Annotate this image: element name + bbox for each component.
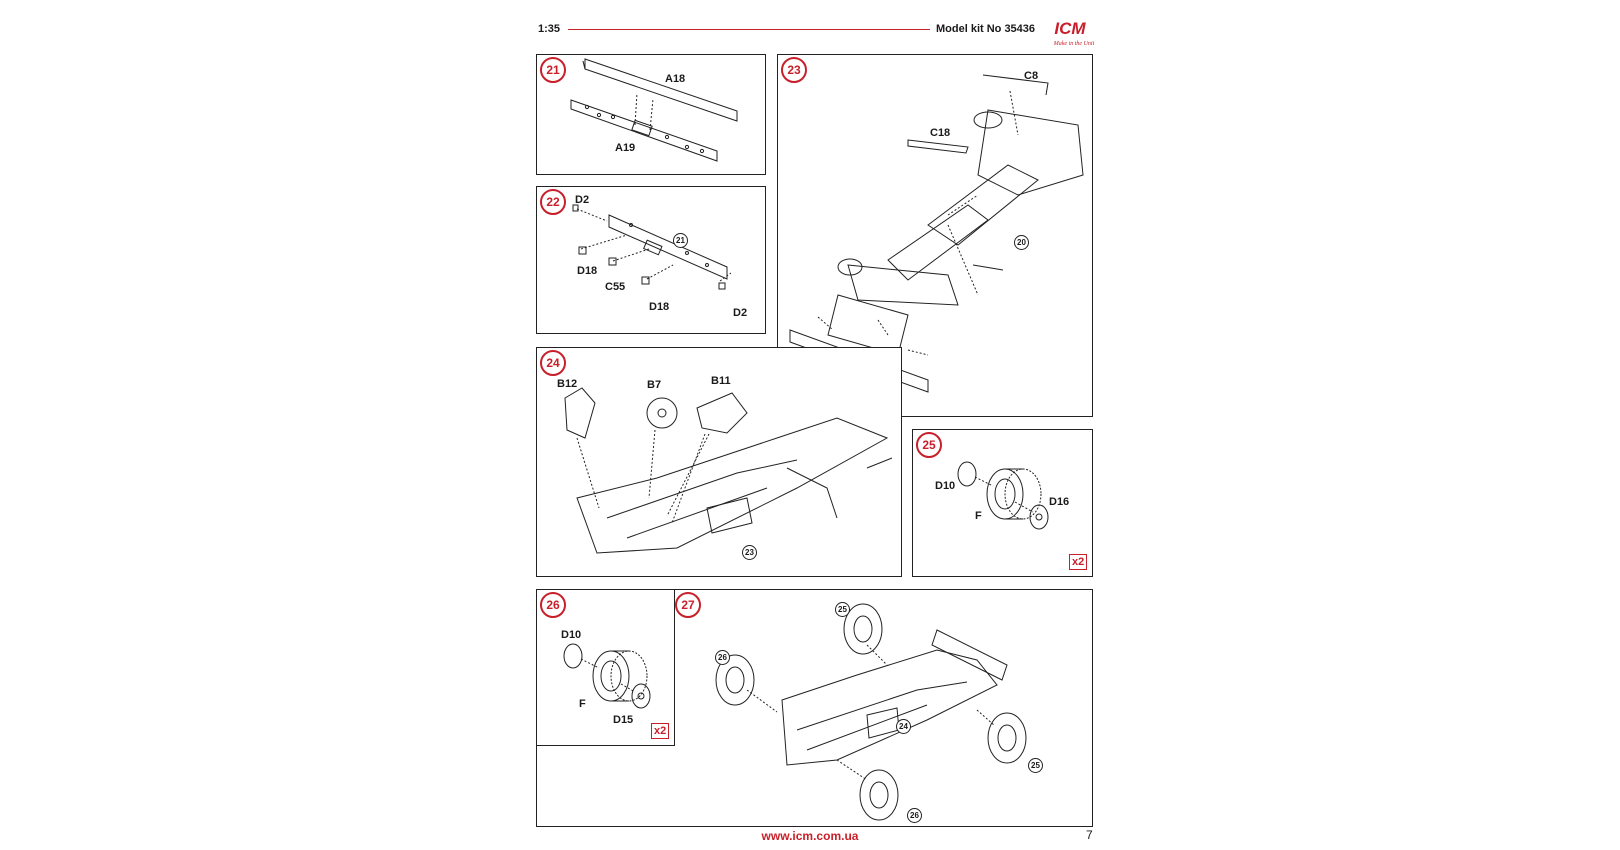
step-22-label-c55: C55 [605,281,626,293]
step-22-panel: 22 D2 D18 C55 D18 D2 21 [536,186,766,334]
step-21-panel: 21 A18 A19 [536,54,766,175]
step-24-badge: 24 [540,350,566,376]
step-26-drawing [563,643,651,709]
step-23-badge: 23 [781,57,807,83]
step-22-badge: 22 [540,189,566,215]
step-26-badge: 26 [540,592,566,618]
step-25-badge: 25 [916,432,942,458]
page-number: 7 [1086,828,1093,842]
logo-tagline: Make in the Unit [1053,41,1095,47]
footer-url[interactable]: www.icm.com.ua [761,829,859,843]
step-25-drawing [957,461,1049,530]
step-26-label-d10: D10 [561,629,582,641]
step-26-multiplier: x2 [651,723,670,739]
step-23-panel: 23 C8 C18 20 22 [777,54,1093,417]
step-27-ref-26-bottom: 26 [907,808,922,823]
step-27-ref-26-left: 26 [715,650,730,665]
step-25-label-d16: D16 [1049,496,1070,508]
step-26-panel: 26 D10 F D15 x2 [536,589,675,746]
step-27-ref-25-top: 25 [835,602,850,617]
step-26-label-f: F [579,698,586,710]
step-27-badge: 27 [675,592,701,618]
step-21-label-a19: A19 [615,142,636,154]
icm-logo: ICM Make in the Unit [1053,19,1095,47]
step-24-ref-23: 23 [742,545,757,560]
step-23-label-c18: C18 [930,127,951,139]
step-25-multiplier: x2 [1069,554,1088,570]
step-24-label-b11: B11 [711,375,731,387]
step-27-ref-24: 24 [896,719,911,734]
step-22-drawing [572,204,732,290]
step-22-label-d18-right: D18 [649,301,670,313]
kit-number: Model kit No 35436 [936,23,1036,35]
step-24-label-b7: B7 [647,379,662,391]
step-27-ref-25-right: 25 [1028,758,1043,773]
step-22-label-d2-top: D2 [575,194,590,206]
step-24-drawing [564,387,893,554]
step-25-label-d10: D10 [935,480,956,492]
step-22-label-d18-left: D18 [577,265,598,277]
step-23-ref-20: 20 [1014,235,1029,250]
step-23-label-c8: C8 [1024,70,1039,82]
scale-label: 1:35 [538,23,561,35]
header-rule [568,29,930,30]
step-21-badge: 21 [540,57,566,83]
step-25-label-f: F [975,510,982,522]
step-21-drawing [570,58,738,162]
step-23-drawing [789,74,1084,393]
step-22-ref-21: 21 [673,233,688,248]
step-25-panel: 25 D10 D16 F x2 [912,429,1093,577]
step-24-label-b12: B12 [557,378,578,390]
step-26-label-d15: D15 [613,714,634,726]
step-22-label-d2-bottom: D2 [733,307,748,319]
logo-brand: ICM [1054,19,1086,38]
step-24-panel: 24 B12 B7 B11 23 [536,347,902,577]
step-21-label-a18: A18 [665,73,686,85]
